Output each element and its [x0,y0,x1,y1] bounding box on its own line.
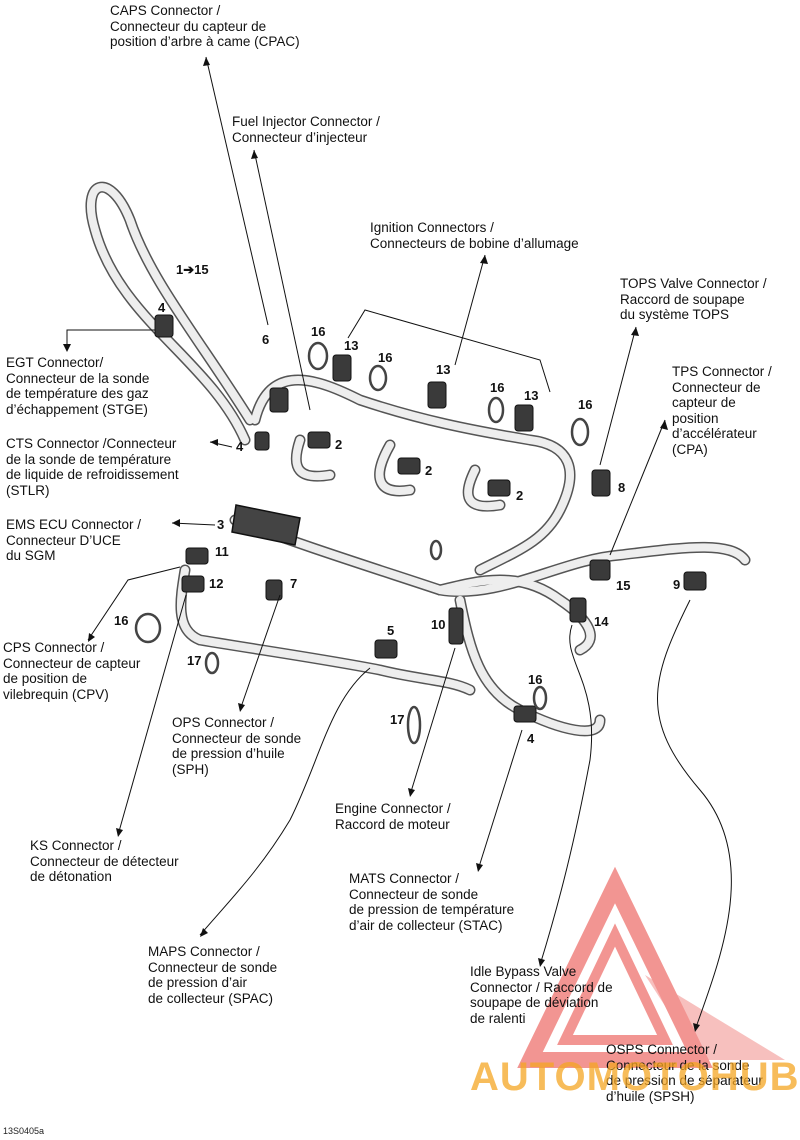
number-3: 3 [217,517,225,532]
figure-code: 13S0405a [3,1126,45,1136]
connector-ks [181,575,205,593]
connector-maps [374,639,398,659]
label-maps: MAPS Connector / Connecteur de sonde de … [148,944,278,1006]
label-ignition: Ignition Connectors / Connecteurs de bob… [370,220,579,251]
number-2a: 2 [335,437,343,452]
label-ops: OPS Connector / Connecteur de sonde de p… [172,715,302,777]
connector-cps [185,547,209,565]
connector-egt [154,314,174,338]
number-4a: 4 [158,300,166,315]
connector-tps [589,559,611,581]
number-9: 9 [673,577,681,592]
number-16b: 16 [378,350,393,365]
connector-2c [487,479,511,497]
number-13c: 13 [524,388,539,403]
number-10: 10 [431,617,446,632]
label-fuel-injector: Fuel Injector Connector / Connecteur d’i… [232,114,380,145]
label-cts: CTS Connector /Connecteur de la sonde de… [6,436,179,498]
ems-ecu-plug [231,504,301,546]
number-16a: 16 [311,324,326,339]
connector-ignition-b [427,381,447,409]
connector-cts [254,431,270,451]
connector-ignition-c [514,404,534,432]
number-16c: 16 [490,380,505,395]
label-egt: EGT Connector/ Connecteur de la sonde de… [6,355,150,417]
connector-injector-6 [269,387,289,413]
number-6: 6 [262,332,270,347]
label-cps: CPS Connector / Connecteur de capteur de… [3,640,141,702]
number-12: 12 [209,576,224,591]
number-13b: 13 [436,362,451,377]
number-4c: 4 [527,731,535,746]
leader-lines [66,56,732,1031]
connector-ignition-a [332,354,352,382]
label-ems-ecu: EMS ECU Connector / Connecteur D’UCE du … [6,517,142,563]
label-idle-bypass: Idle Bypass Valve Connector / Raccord de… [470,964,613,1026]
number-16f: 16 [528,672,543,687]
number-5: 5 [387,623,395,638]
watermark-logo [517,866,785,1068]
label-caps: CAPS Connector / Connecteur du capteur d… [110,3,300,49]
connector-2b [397,457,421,475]
connector-ops [265,579,283,601]
label-tps: TPS Connector / Connecteur de capteur de… [672,364,772,457]
label-engine: Engine Connector / Raccord de moteur [335,801,451,832]
label-mats: MATS Connector / Connecteur de sonde de … [349,871,515,933]
watermark-text: AUTOMOTOHUB [470,1055,800,1099]
connector-idle [569,597,587,623]
label-osps: OSPS Connector / Connecteur de la sonde … [606,1042,763,1104]
number-2c: 2 [516,488,524,503]
connector-2a [307,431,331,449]
number-2b: 2 [425,463,433,478]
leader-arrowheads [63,57,700,1032]
number-14: 14 [594,614,609,629]
number-13a: 13 [344,338,359,353]
connector-engine [448,607,464,645]
number-15: 15 [616,578,631,593]
connector-mats [513,705,537,723]
clamps [134,341,590,745]
number-range: 1➔15 [176,262,209,277]
number-11: 11 [215,544,229,559]
number-8: 8 [618,480,626,495]
number-7: 7 [290,576,298,591]
number-17a: 17 [187,653,202,668]
harness-connectors [154,314,707,723]
connector-osps [683,571,707,591]
number-17b: 17 [390,712,405,727]
number-16e: 16 [114,613,129,628]
label-tops-valve: TOPS Valve Connector / Raccord de soupap… [620,276,767,322]
number-16d: 16 [578,397,593,412]
harness-cables [85,181,751,737]
label-ks: KS Connector / Connecteur de détecteur d… [30,838,179,884]
number-4b: 4 [236,439,244,454]
connector-tops [591,469,611,497]
